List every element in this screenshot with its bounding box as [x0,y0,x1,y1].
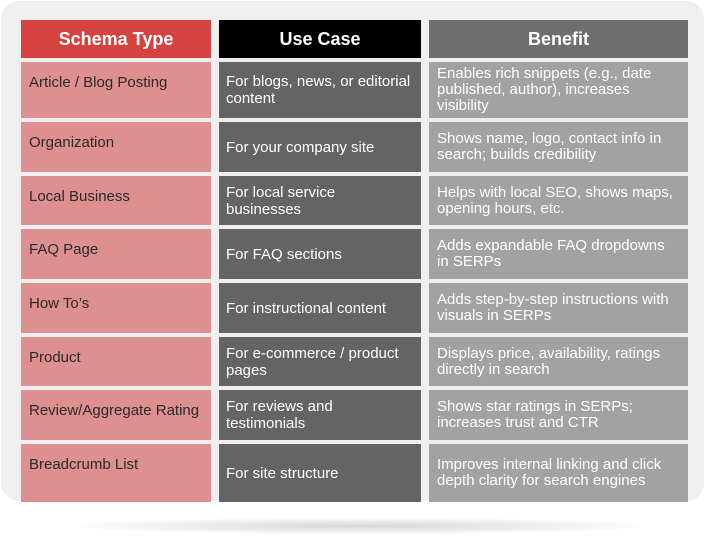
schema-cell-local-business: Local Business [21,176,211,225]
schema-cell-faq-page: FAQ Page [21,229,211,279]
schema-cell-article: Article / Blog Posting [21,62,211,118]
card-shadow [80,518,640,534]
benefit-cell-article: Enables rich snippets (e.g., date publis… [429,62,688,118]
schema-cell-organization: Organization [21,122,211,172]
use-case-cell-local-business: For local service businesses [219,176,421,225]
schema-table: Schema Type Use Case Benefit Article / B… [21,20,688,502]
schema-cell-product: Product [21,337,211,386]
schema-cell-breadcrumb-list: Breadcrumb List [21,444,211,502]
benefit-cell-product: Displays price, availability, ratings di… [429,337,688,386]
use-case-cell-organization: For your company site [219,122,421,172]
header-use-case: Use Case [219,20,421,58]
use-case-cell-breadcrumb-list: For site structure [219,444,421,502]
use-case-cell-how-to: For instructional content [219,283,421,333]
use-case-cell-review-rating: For reviews and testimonials [219,390,421,440]
benefit-cell-local-business: Helps with local SEO, shows maps, openin… [429,176,688,225]
use-case-cell-product: For e-commerce / product pages [219,337,421,386]
header-schema-type: Schema Type [21,20,211,58]
benefit-cell-how-to: Adds step-by-step instructions with visu… [429,283,688,333]
benefit-cell-faq-page: Adds expandable FAQ dropdowns in SERPs [429,229,688,279]
schema-cell-review-rating: Review/Aggregate Rating [21,390,211,440]
schema-cell-how-to: How To’s [21,283,211,333]
use-case-cell-article: For blogs, news, or editorial content [219,62,421,118]
use-case-cell-faq-page: For FAQ sections [219,229,421,279]
schema-table-card: Schema Type Use Case Benefit Article / B… [1,1,704,502]
header-benefit: Benefit [429,20,688,58]
benefit-cell-organization: Shows name, logo, contact info in search… [429,122,688,172]
benefit-cell-breadcrumb-list: Improves internal linking and click dept… [429,444,688,502]
benefit-cell-review-rating: Shows star ratings in SERPs; increases t… [429,390,688,440]
